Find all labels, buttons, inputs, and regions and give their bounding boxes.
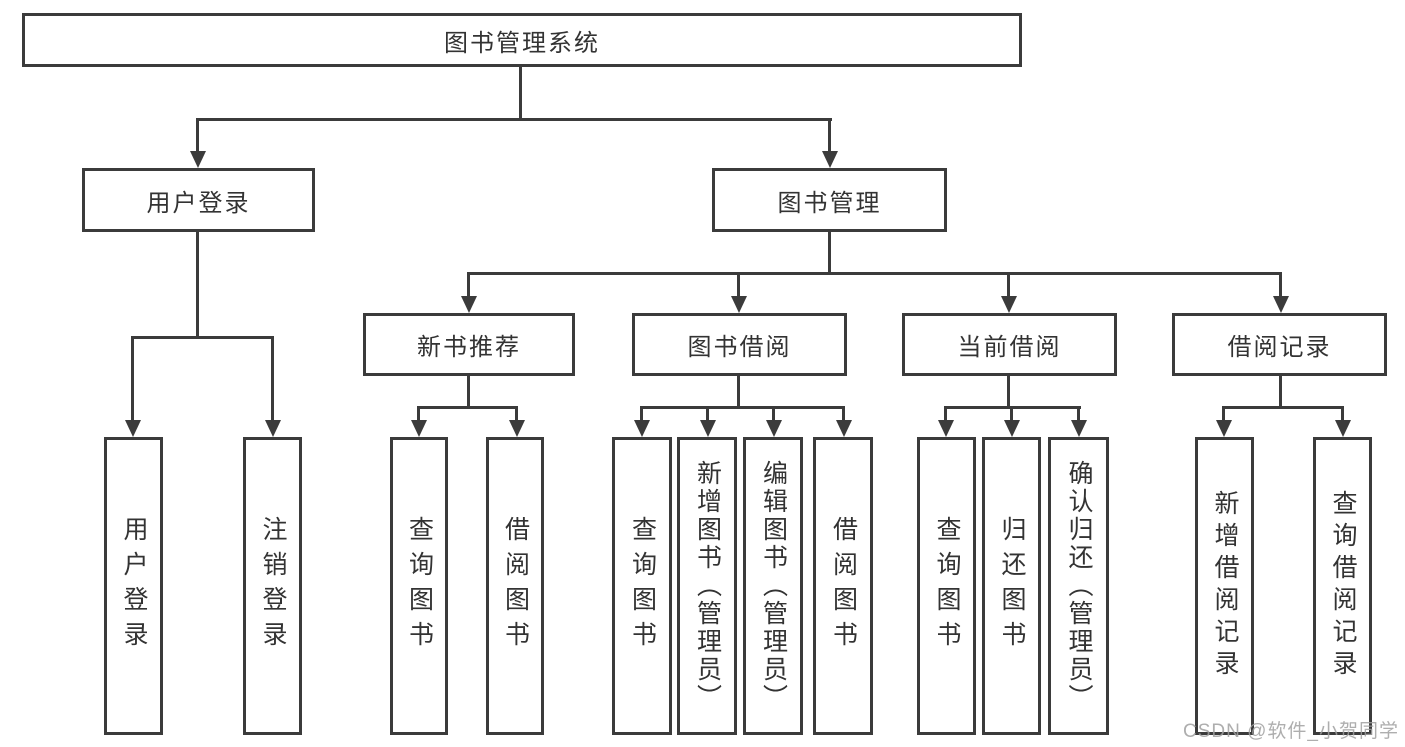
connector-line xyxy=(842,406,845,423)
connector-line xyxy=(1279,376,1282,409)
arrow-down-icon xyxy=(1001,296,1017,313)
connector-line xyxy=(737,272,740,298)
connector-line xyxy=(467,272,1282,275)
leaf-add-book-admin: 新增图书（管理员） xyxy=(677,437,737,735)
node-label: 查询图书 xyxy=(933,516,961,656)
node-label: 用户登录 xyxy=(146,189,251,217)
connector-line xyxy=(828,232,831,275)
node-label: 用户登录 xyxy=(120,516,148,656)
arrow-down-icon xyxy=(938,420,954,437)
node-book-borrowing: 图书借阅 xyxy=(632,313,847,376)
connector-line xyxy=(640,406,643,423)
connector-line xyxy=(737,376,740,409)
node-label: 查询图书 xyxy=(628,516,657,656)
arrow-down-icon xyxy=(1071,420,1087,437)
leaf-query-books-borrow: 查询图书 xyxy=(612,437,672,735)
leaf-confirm-return-admin: 确认归还（管理员） xyxy=(1048,437,1109,735)
node-label: 查询图书 xyxy=(405,516,434,656)
leaf-query-borrow-record: 查询借阅记录 xyxy=(1313,437,1372,735)
connector-line xyxy=(467,272,470,298)
connector-line xyxy=(467,376,470,409)
arrow-down-icon xyxy=(190,151,206,168)
arrow-down-icon xyxy=(822,151,838,168)
arrow-down-icon xyxy=(265,420,281,437)
node-label: 确认归还（管理员） xyxy=(1065,460,1093,712)
node-label: 借阅图书 xyxy=(829,516,858,656)
arrow-down-icon xyxy=(411,420,427,437)
node-label: 归还图书 xyxy=(998,516,1026,656)
connector-line xyxy=(640,406,845,409)
leaf-borrow-books-recommend: 借阅图书 xyxy=(486,437,544,735)
node-label: 编辑图书（管理员） xyxy=(759,460,788,712)
connector-line xyxy=(417,406,518,409)
connector-line xyxy=(1010,406,1013,423)
arrow-down-icon xyxy=(1216,420,1232,437)
node-label: 当前借阅 xyxy=(957,334,1062,361)
connector-line xyxy=(706,406,709,423)
node-label: 图书管理系统 xyxy=(444,29,600,57)
connector-line xyxy=(271,336,274,422)
csdn-watermark: CSDN @软件_小贺同学 xyxy=(1183,721,1399,742)
node-current-borrowing: 当前借阅 xyxy=(902,313,1117,376)
node-label: 图书管理 xyxy=(777,189,882,217)
node-label: 新书推荐 xyxy=(417,334,521,361)
node-book-management: 图书管理 xyxy=(712,168,947,232)
node-label: 新增图书（管理员） xyxy=(693,460,722,712)
node-user-login: 用户登录 xyxy=(82,168,315,232)
connector-line xyxy=(944,406,947,423)
leaf-user-login: 用户登录 xyxy=(104,437,163,735)
arrow-down-icon xyxy=(1335,420,1351,437)
node-borrowing-records: 借阅记录 xyxy=(1172,313,1387,376)
connector-line xyxy=(519,67,522,120)
leaf-query-books-current: 查询图书 xyxy=(917,437,976,735)
connector-line xyxy=(1007,272,1010,298)
leaf-return-book: 归还图书 xyxy=(982,437,1041,735)
connector-line xyxy=(196,118,832,121)
connector-line xyxy=(1341,406,1344,423)
leaf-add-borrow-record: 新增借阅记录 xyxy=(1195,437,1254,735)
node-label: 图书借阅 xyxy=(687,334,792,361)
node-library-management-system: 图书管理系统 xyxy=(22,13,1022,67)
connector-line xyxy=(1279,272,1282,298)
connector-line xyxy=(196,232,199,339)
connector-line xyxy=(1222,406,1225,423)
node-new-book-recommend: 新书推荐 xyxy=(363,313,575,376)
leaf-edit-book-admin: 编辑图书（管理员） xyxy=(743,437,803,735)
arrow-down-icon xyxy=(700,420,716,437)
arrow-down-icon xyxy=(766,420,782,437)
connector-line xyxy=(1222,406,1344,409)
connector-line xyxy=(417,406,420,423)
arrow-down-icon xyxy=(634,420,650,437)
node-label: 查询借阅记录 xyxy=(1329,490,1357,682)
node-label: 借阅记录 xyxy=(1227,334,1332,361)
node-label: 新增借阅记录 xyxy=(1211,490,1239,682)
connector-line xyxy=(131,336,134,422)
leaf-borrow-books-borrow: 借阅图书 xyxy=(813,437,873,735)
connector-line xyxy=(828,118,831,153)
arrow-down-icon xyxy=(836,420,852,437)
connector-line xyxy=(1077,406,1080,423)
arrow-down-icon xyxy=(1004,420,1020,437)
arrow-down-icon xyxy=(125,420,141,437)
arrow-down-icon xyxy=(1273,296,1289,313)
connector-line xyxy=(515,406,518,423)
arrow-down-icon xyxy=(461,296,477,313)
arrow-down-icon xyxy=(509,420,525,437)
connector-line xyxy=(772,406,775,423)
connector-line xyxy=(196,118,199,153)
connector-line xyxy=(1007,376,1010,409)
arrow-down-icon xyxy=(731,296,747,313)
leaf-logout-login: 注销登录 xyxy=(243,437,302,735)
node-label: 借阅图书 xyxy=(501,516,530,656)
node-label: 注销登录 xyxy=(259,516,287,656)
connector-line xyxy=(131,336,274,339)
leaf-query-books-recommend: 查询图书 xyxy=(390,437,448,735)
